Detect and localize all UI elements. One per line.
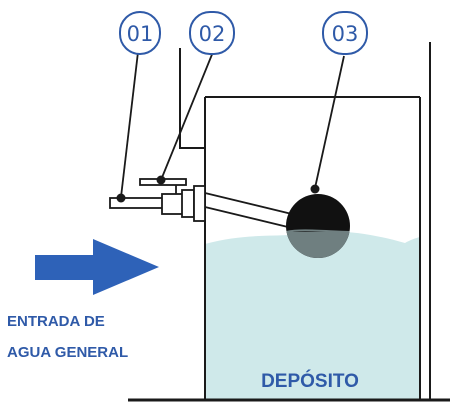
float-arm-top bbox=[204, 192, 297, 216]
callout-03-label: 03 bbox=[332, 22, 359, 46]
callout-03: 03 bbox=[322, 11, 368, 55]
callout-dot-03 bbox=[310, 184, 320, 194]
tank-label: DEPÓSITO bbox=[261, 370, 359, 392]
callout-01: 01 bbox=[119, 11, 161, 55]
callout-leaders bbox=[120, 51, 345, 198]
callout-02: 02 bbox=[189, 11, 235, 55]
inlet-label-line2: AGUA GENERAL bbox=[7, 344, 128, 361]
float-arm-bottom bbox=[204, 206, 293, 229]
callout-dot-01 bbox=[116, 193, 126, 203]
callout-01-label: 01 bbox=[127, 22, 154, 46]
callout-dot-02 bbox=[156, 175, 166, 185]
supply-pipe bbox=[179, 48, 205, 149]
callout-02-label: 02 bbox=[199, 22, 226, 46]
tank-water bbox=[205, 231, 420, 400]
arrow-right-icon bbox=[35, 239, 159, 295]
inlet-label-line1: ENTRADA DE bbox=[7, 313, 105, 330]
tank bbox=[204, 42, 431, 400]
